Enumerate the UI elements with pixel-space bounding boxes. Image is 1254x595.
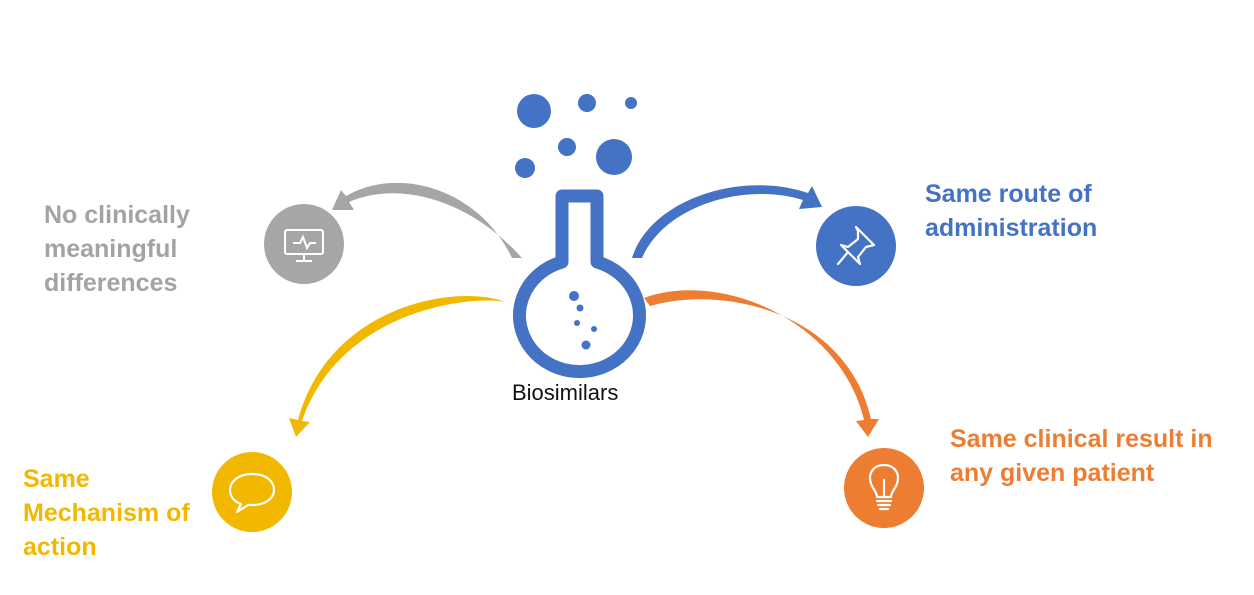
label-line: administration <box>925 214 1098 242</box>
lightbulb-node <box>844 448 924 528</box>
pushpin-circle <box>816 206 896 286</box>
bubble <box>515 158 535 178</box>
bubble <box>558 138 576 156</box>
arrow-route <box>632 185 822 258</box>
label-line: any given patient <box>950 459 1155 487</box>
flask-icon <box>513 189 646 378</box>
flask-bubble <box>569 291 579 301</box>
bubble <box>517 94 551 128</box>
speech-bubble-icon <box>228 472 276 514</box>
label-line: Same <box>23 465 90 493</box>
label-line: Mechanism of <box>23 499 190 527</box>
label-line: No clinically <box>44 201 190 229</box>
lightbulb-icon <box>868 463 900 511</box>
arrows-group <box>289 182 879 437</box>
label-line: Same clinical result in <box>950 425 1213 453</box>
arrow-mechanism <box>289 295 514 437</box>
bubble <box>578 94 596 112</box>
monitor-node <box>264 204 344 284</box>
flask-bubble <box>574 320 580 326</box>
label-line: differences <box>44 269 178 297</box>
arrow-clinical <box>644 290 879 437</box>
speech-node <box>212 452 292 532</box>
flask-outline <box>513 189 646 378</box>
center-label: Biosimilars <box>512 380 619 405</box>
monitor-icon <box>284 229 324 262</box>
monitor-circle <box>264 204 344 284</box>
mechanism-label: Same Mechanism of action <box>23 462 190 564</box>
no-difference-label: No clinically meaningful differences <box>44 198 190 300</box>
clinical-label: Same clinical result in any given patien… <box>950 422 1213 490</box>
bubble <box>625 97 637 109</box>
label-line: meaningful <box>44 235 178 263</box>
speech-circle <box>212 452 292 532</box>
route-label: Same route of administration <box>925 177 1097 245</box>
flask-bubble <box>581 340 591 350</box>
pushpin-icon <box>836 225 876 266</box>
label-line: action <box>23 533 97 561</box>
flask-bubble <box>576 304 584 312</box>
label-line: Same route of <box>925 180 1092 208</box>
bubble <box>596 139 632 175</box>
bubbles-group <box>515 94 637 178</box>
arrow-no-difference <box>332 182 522 258</box>
pushpin-node <box>816 206 896 286</box>
flask-bubble <box>591 326 597 332</box>
